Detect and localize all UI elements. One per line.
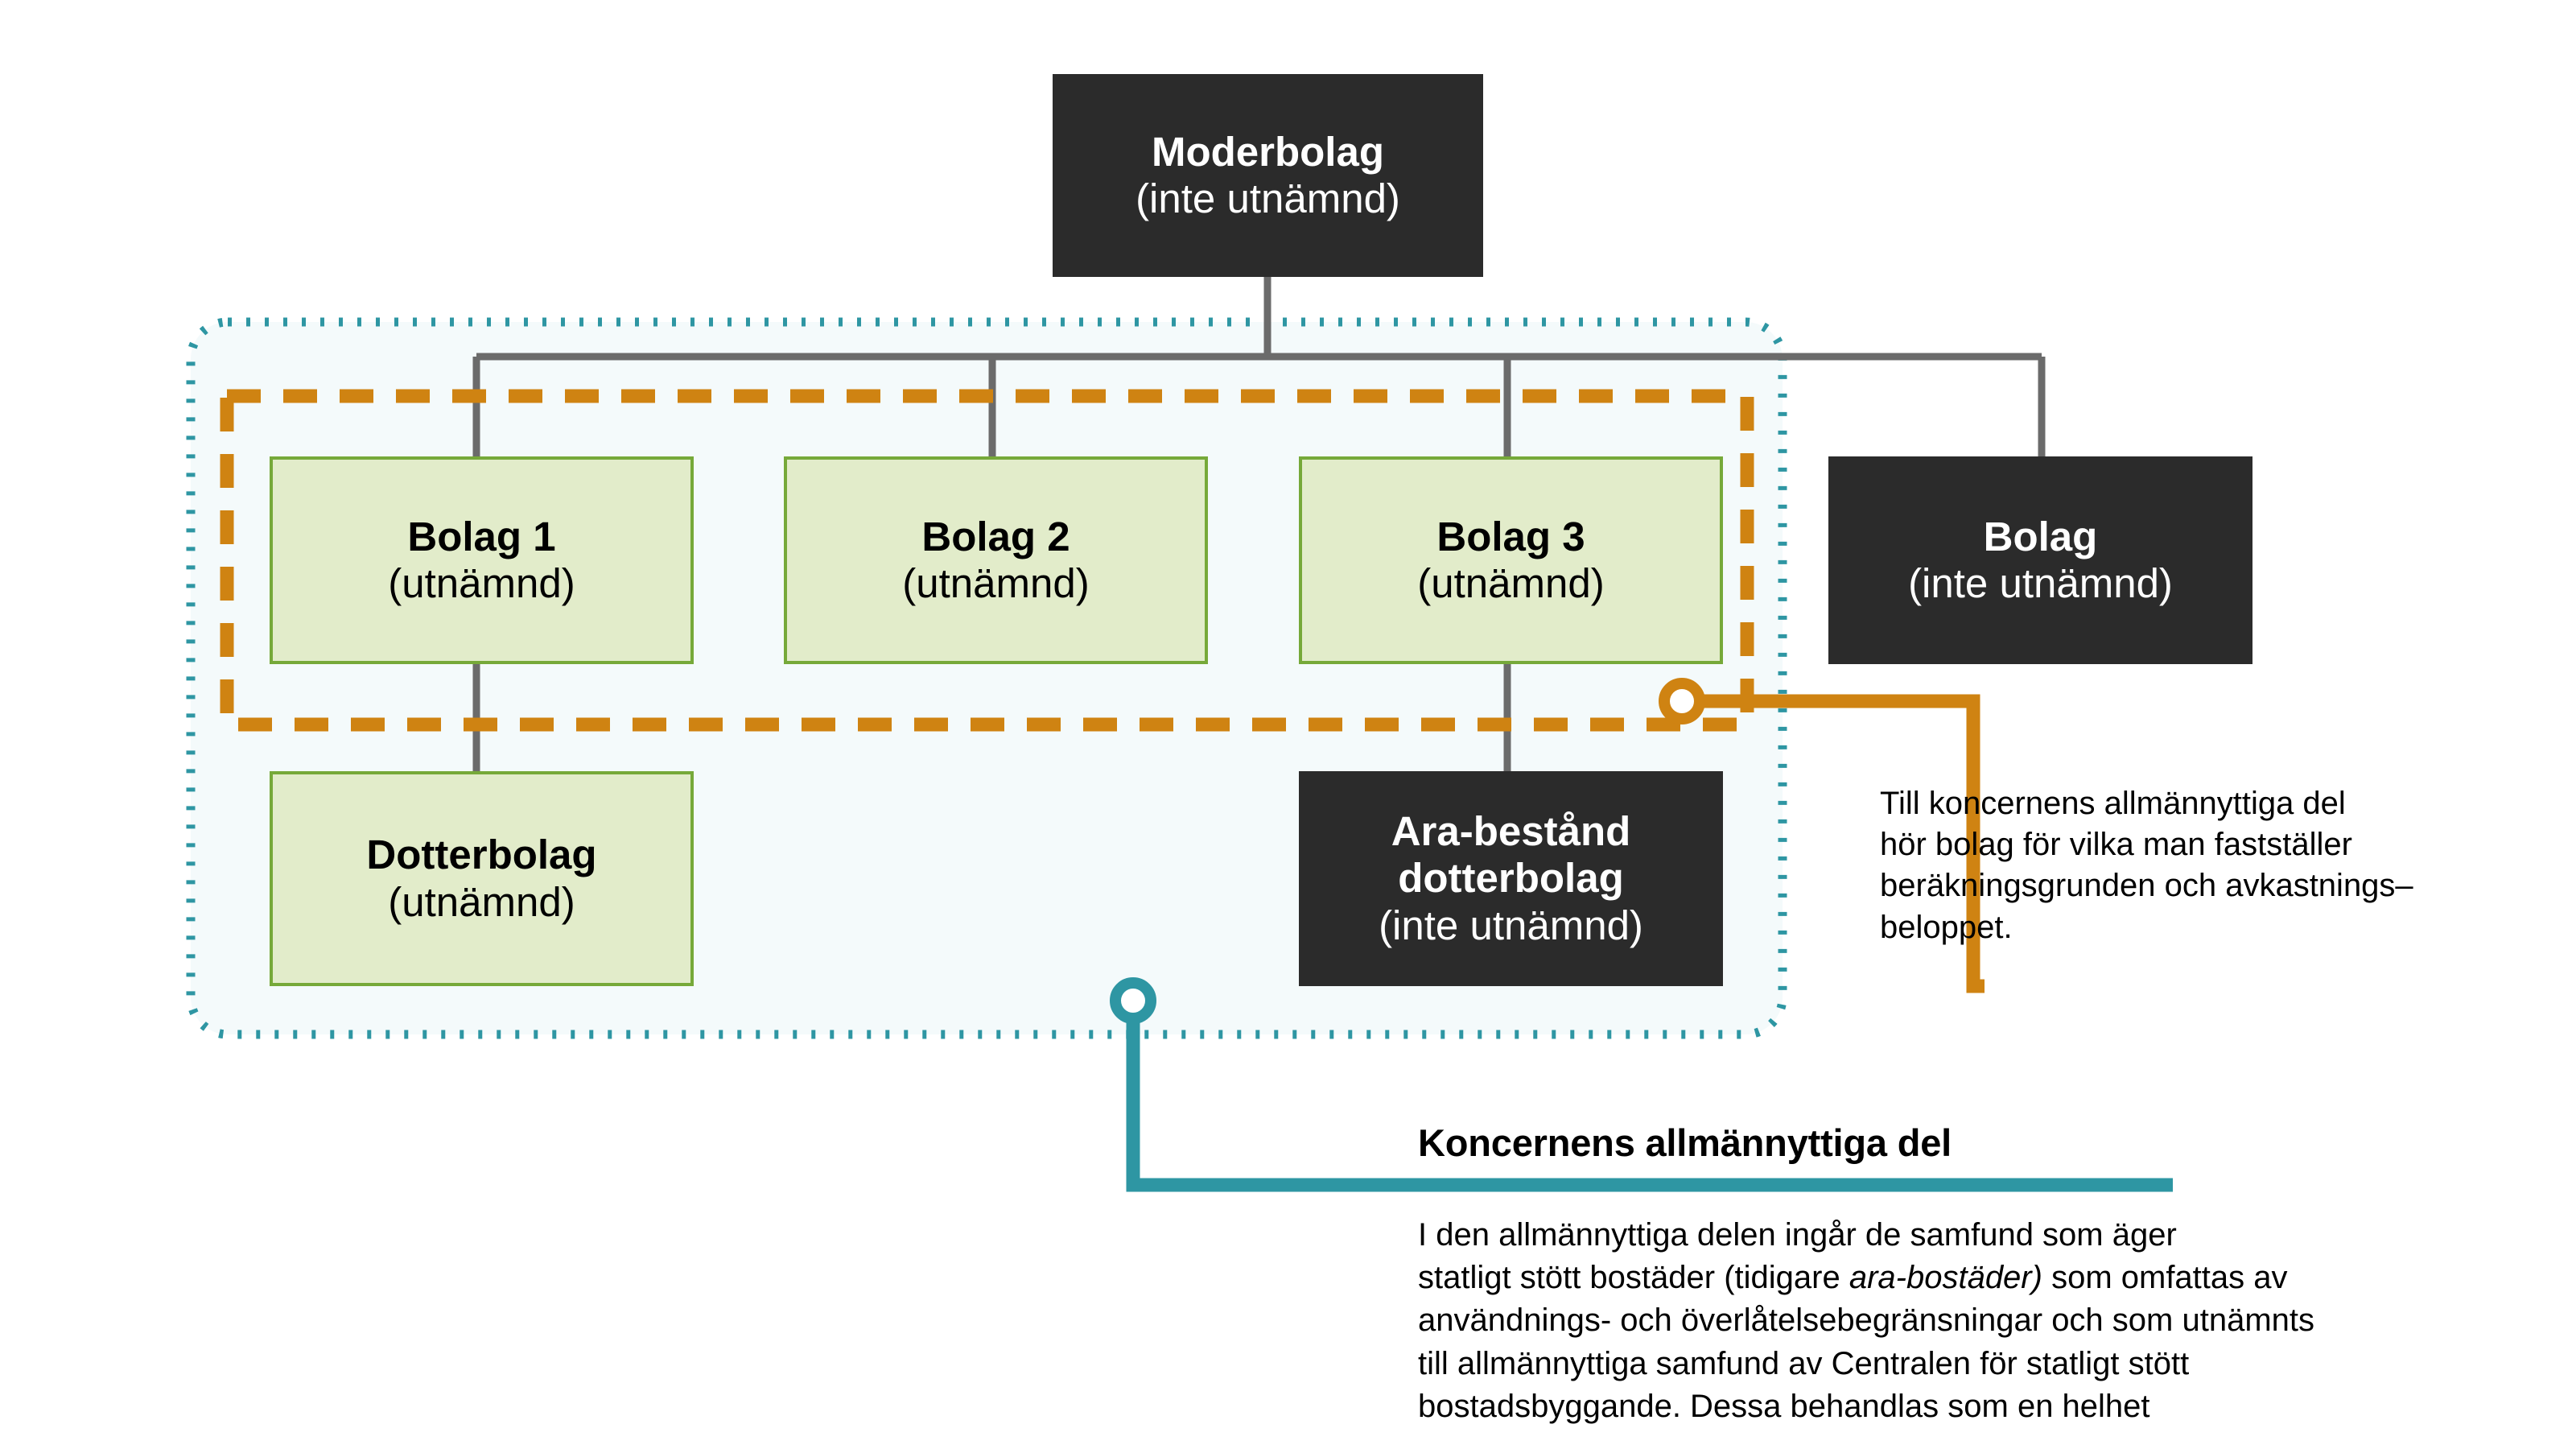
node-bolag-inte-utnamnd-subtitle: (inte utnämnd) [1908, 560, 2173, 606]
node-moderbolag-subtitle: (inte utnämnd) [1136, 175, 1400, 221]
callout-teal-body-line-1: I den allmännyttiga delen ingår de samfu… [1418, 1217, 2177, 1253]
callout-orange-line-3: beräkningsgrunden och avkastnings– [1880, 868, 2413, 904]
node-ara-title-line-2: dotterbolag [1398, 855, 1624, 902]
callout-teal-body-line-2: statligt stött bostäder (tidigare ara-bo… [1418, 1257, 2512, 1299]
callout-teal-body-line-2-a: statligt stött bostäder (tidigare [1418, 1260, 1849, 1296]
node-bolag-inte-utnamnd[interactable]: Bolag (inte utnämnd) [1828, 456, 2252, 664]
callout-orange-line-1: Till koncernens allmännyttiga del [1880, 786, 2346, 821]
node-bolag-2-subtitle: (utnämnd) [902, 560, 1090, 606]
node-dotterbolag-title: Dotterbolag [366, 832, 597, 878]
node-bolag-inte-utnamnd-title: Bolag [1983, 513, 2098, 559]
callout-orange-line-2: hör bolag för vilka man fastställer [1880, 827, 2352, 863]
callout-teal-body-line-2-b: som omfattas av [2042, 1260, 2288, 1296]
callout-orange-text: Till koncernens allmännyttiga del hör bo… [1880, 783, 2492, 948]
node-ara-title-line-1: Ara-bestånd [1391, 808, 1631, 855]
node-bolag-2[interactable]: Bolag 2 (utnämnd) [784, 456, 1208, 664]
callout-teal-body-line-3: användnings- och överlåtelsebegränsninga… [1418, 1302, 2315, 1339]
node-ara-subtitle: (inte utnämnd) [1379, 902, 1643, 948]
callout-teal-body-line-4: till allmännyttiga samfund av Centralen … [1418, 1345, 2190, 1381]
node-dotterbolag[interactable]: Dotterbolag (utnämnd) [270, 771, 694, 986]
node-moderbolag-title: Moderbolag [1152, 128, 1384, 175]
node-bolag-3-subtitle: (utnämnd) [1417, 560, 1605, 606]
node-bolag-1-title: Bolag 1 [407, 513, 556, 559]
callout-teal-body: I den allmännyttiga delen ingår de samfu… [1418, 1214, 2512, 1428]
node-bolag-1[interactable]: Bolag 1 (utnämnd) [270, 456, 694, 664]
callout-teal-heading: Koncernens allmännyttiga del [1418, 1121, 1952, 1164]
teal-leader-dot [1110, 977, 1156, 1024]
node-bolag-1-subtitle: (utnämnd) [388, 560, 575, 606]
node-bolag-3[interactable]: Bolag 3 (utnämnd) [1299, 456, 1723, 664]
callout-orange-line-4: beloppet. [1880, 909, 2013, 945]
node-ara-bestand-dotterbolag[interactable]: Ara-bestånd dotterbolag (inte utnämnd) [1299, 771, 1723, 986]
node-moderbolag[interactable]: Moderbolag (inte utnämnd) [1053, 74, 1483, 277]
callout-teal-body-line-2-italic: ara-bostäder) [1849, 1260, 2042, 1296]
node-bolag-3-title: Bolag 3 [1436, 513, 1585, 559]
callout-teal-body-line-5: bostadsbyggande. Dessa behandlas som en … [1418, 1388, 2150, 1424]
node-dotterbolag-subtitle: (utnämnd) [388, 878, 575, 925]
orange-leader-dot [1659, 678, 1705, 724]
connector-lines [472, 277, 2046, 771]
node-bolag-2-title: Bolag 2 [921, 513, 1070, 559]
